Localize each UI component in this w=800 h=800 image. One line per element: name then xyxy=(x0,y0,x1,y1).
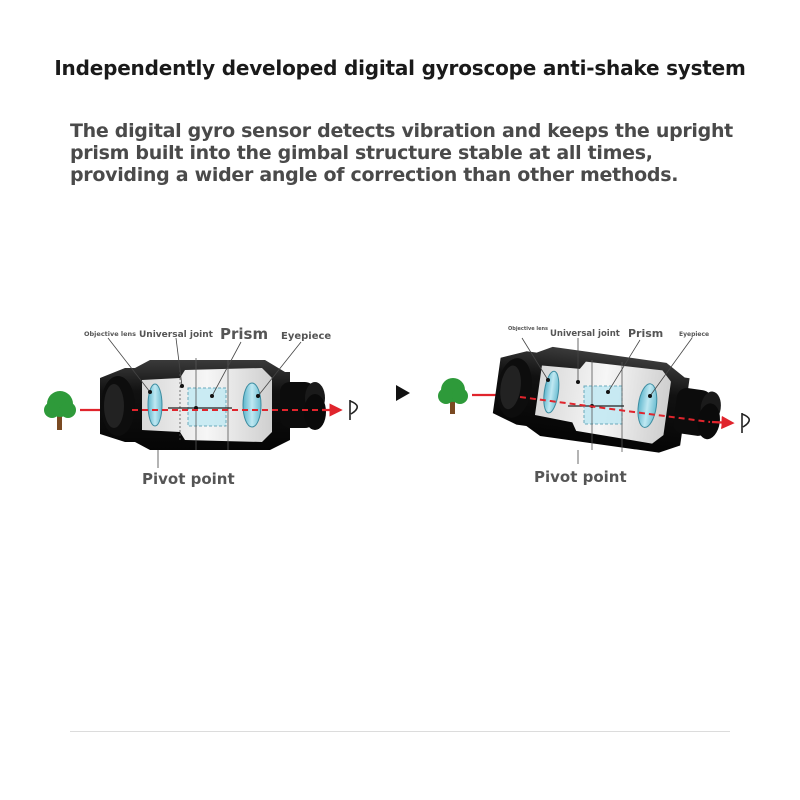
gyro-diagram: Objective lens Universal joint Prism Eye… xyxy=(0,300,800,510)
universal-joint-label: Universal joint xyxy=(139,330,214,340)
description: The digital gyro sensor detects vibratio… xyxy=(70,120,750,186)
tree-icon xyxy=(438,378,468,414)
universal-joint-label: Universal joint xyxy=(550,329,620,339)
divider xyxy=(70,731,730,732)
objective-lens-label: Objective lens xyxy=(508,326,548,332)
eye-icon xyxy=(741,413,751,433)
description-line: The digital gyro sensor detects vibratio… xyxy=(70,120,733,142)
description-line: prism built into the gimbal structure st… xyxy=(70,142,653,164)
binocular-body xyxy=(100,358,326,450)
label-points xyxy=(148,384,260,398)
transition-arrow-icon xyxy=(396,385,410,401)
prism-label: Prism xyxy=(628,327,663,340)
gyro-diagram-svg: Objective lens Universal joint Prism Eye… xyxy=(44,325,751,488)
label-points xyxy=(546,378,652,398)
light-path-internal xyxy=(519,396,711,423)
pivot-point-label: Pivot point xyxy=(142,470,235,488)
eyepiece-label: Eyepiece xyxy=(679,331,709,338)
eye-icon xyxy=(349,400,359,420)
prism-label: Prism xyxy=(220,325,268,343)
objective-lens-label: Objective lens xyxy=(84,330,136,338)
light-path-arrow xyxy=(711,415,735,430)
diagram-left: Objective lens Universal joint Prism Eye… xyxy=(44,325,359,488)
diagram-right: Objective lens Universal joint Prism Eye… xyxy=(438,326,751,486)
leader-lines xyxy=(107,337,302,468)
pivot-point-label: Pivot point xyxy=(534,468,627,486)
description-line: providing a wider angle of correction th… xyxy=(70,164,679,186)
eyepiece-label: Eyepiece xyxy=(281,331,331,342)
tree-icon xyxy=(44,391,76,430)
page-title: Independently developed digital gyroscop… xyxy=(54,56,746,80)
leader-lines xyxy=(521,337,693,464)
